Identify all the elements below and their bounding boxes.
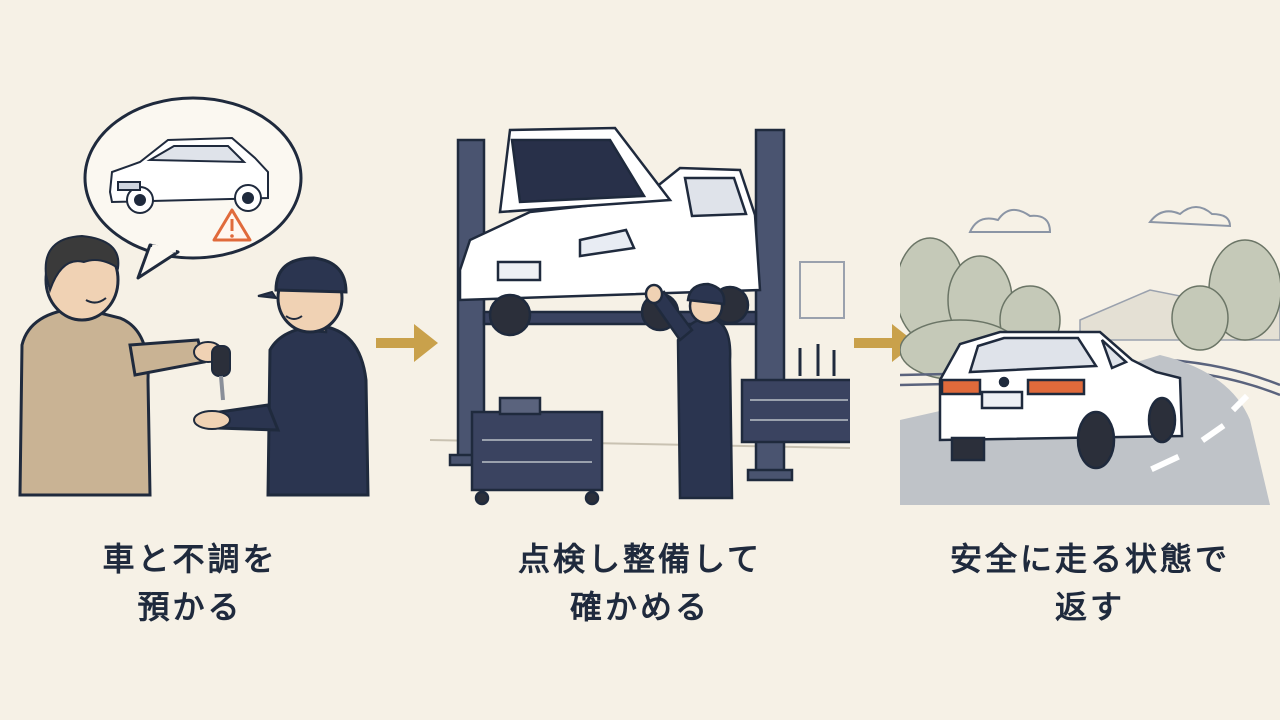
step-2-caption-line-1: 点検し整備して [517, 540, 763, 578]
road-lane-markings [1150, 393, 1250, 473]
step-3-caption-line-2: 返す [1054, 588, 1125, 626]
cloud-icon [968, 206, 1232, 233]
warning-triangle-icon [212, 208, 252, 242]
step-3-caption-line-1: 安全に走る状態で [949, 540, 1230, 578]
mechanic-figure [193, 256, 370, 497]
step-1-caption-line-2: 預かる [137, 588, 243, 626]
step-3-panel: 安全に走る状態で 返す [900, 0, 1280, 720]
step-2-caption-line-2: 確かめる [569, 588, 710, 626]
step-2-panel: 点検し整備して 確かめる [430, 0, 850, 720]
step-1-caption: 車と不調を 預かる [0, 535, 380, 631]
step-1-panel: 車と不調を 預かる [0, 0, 380, 720]
car-in-bubble-icon [108, 136, 269, 214]
trees-right [1171, 239, 1280, 351]
mechanic-inspecting-figure [644, 282, 734, 500]
step-2-illustration [430, 126, 850, 506]
step-1-illustration [18, 96, 370, 497]
customer-figure [18, 234, 223, 497]
workbench-icon [740, 344, 850, 444]
car-driving-icon [938, 330, 1184, 470]
car-key-icon [211, 345, 231, 401]
arrow-right-icon [376, 324, 438, 362]
tool-cart-icon [470, 396, 604, 506]
step-1-caption-line-1: 車と不調を [102, 540, 278, 578]
step-3-caption: 安全に走る状態で 返す [900, 535, 1280, 631]
step-3-illustration [900, 206, 1280, 505]
wall-board [799, 261, 845, 319]
step-2-caption: 点検し整備して 確かめる [430, 535, 850, 631]
